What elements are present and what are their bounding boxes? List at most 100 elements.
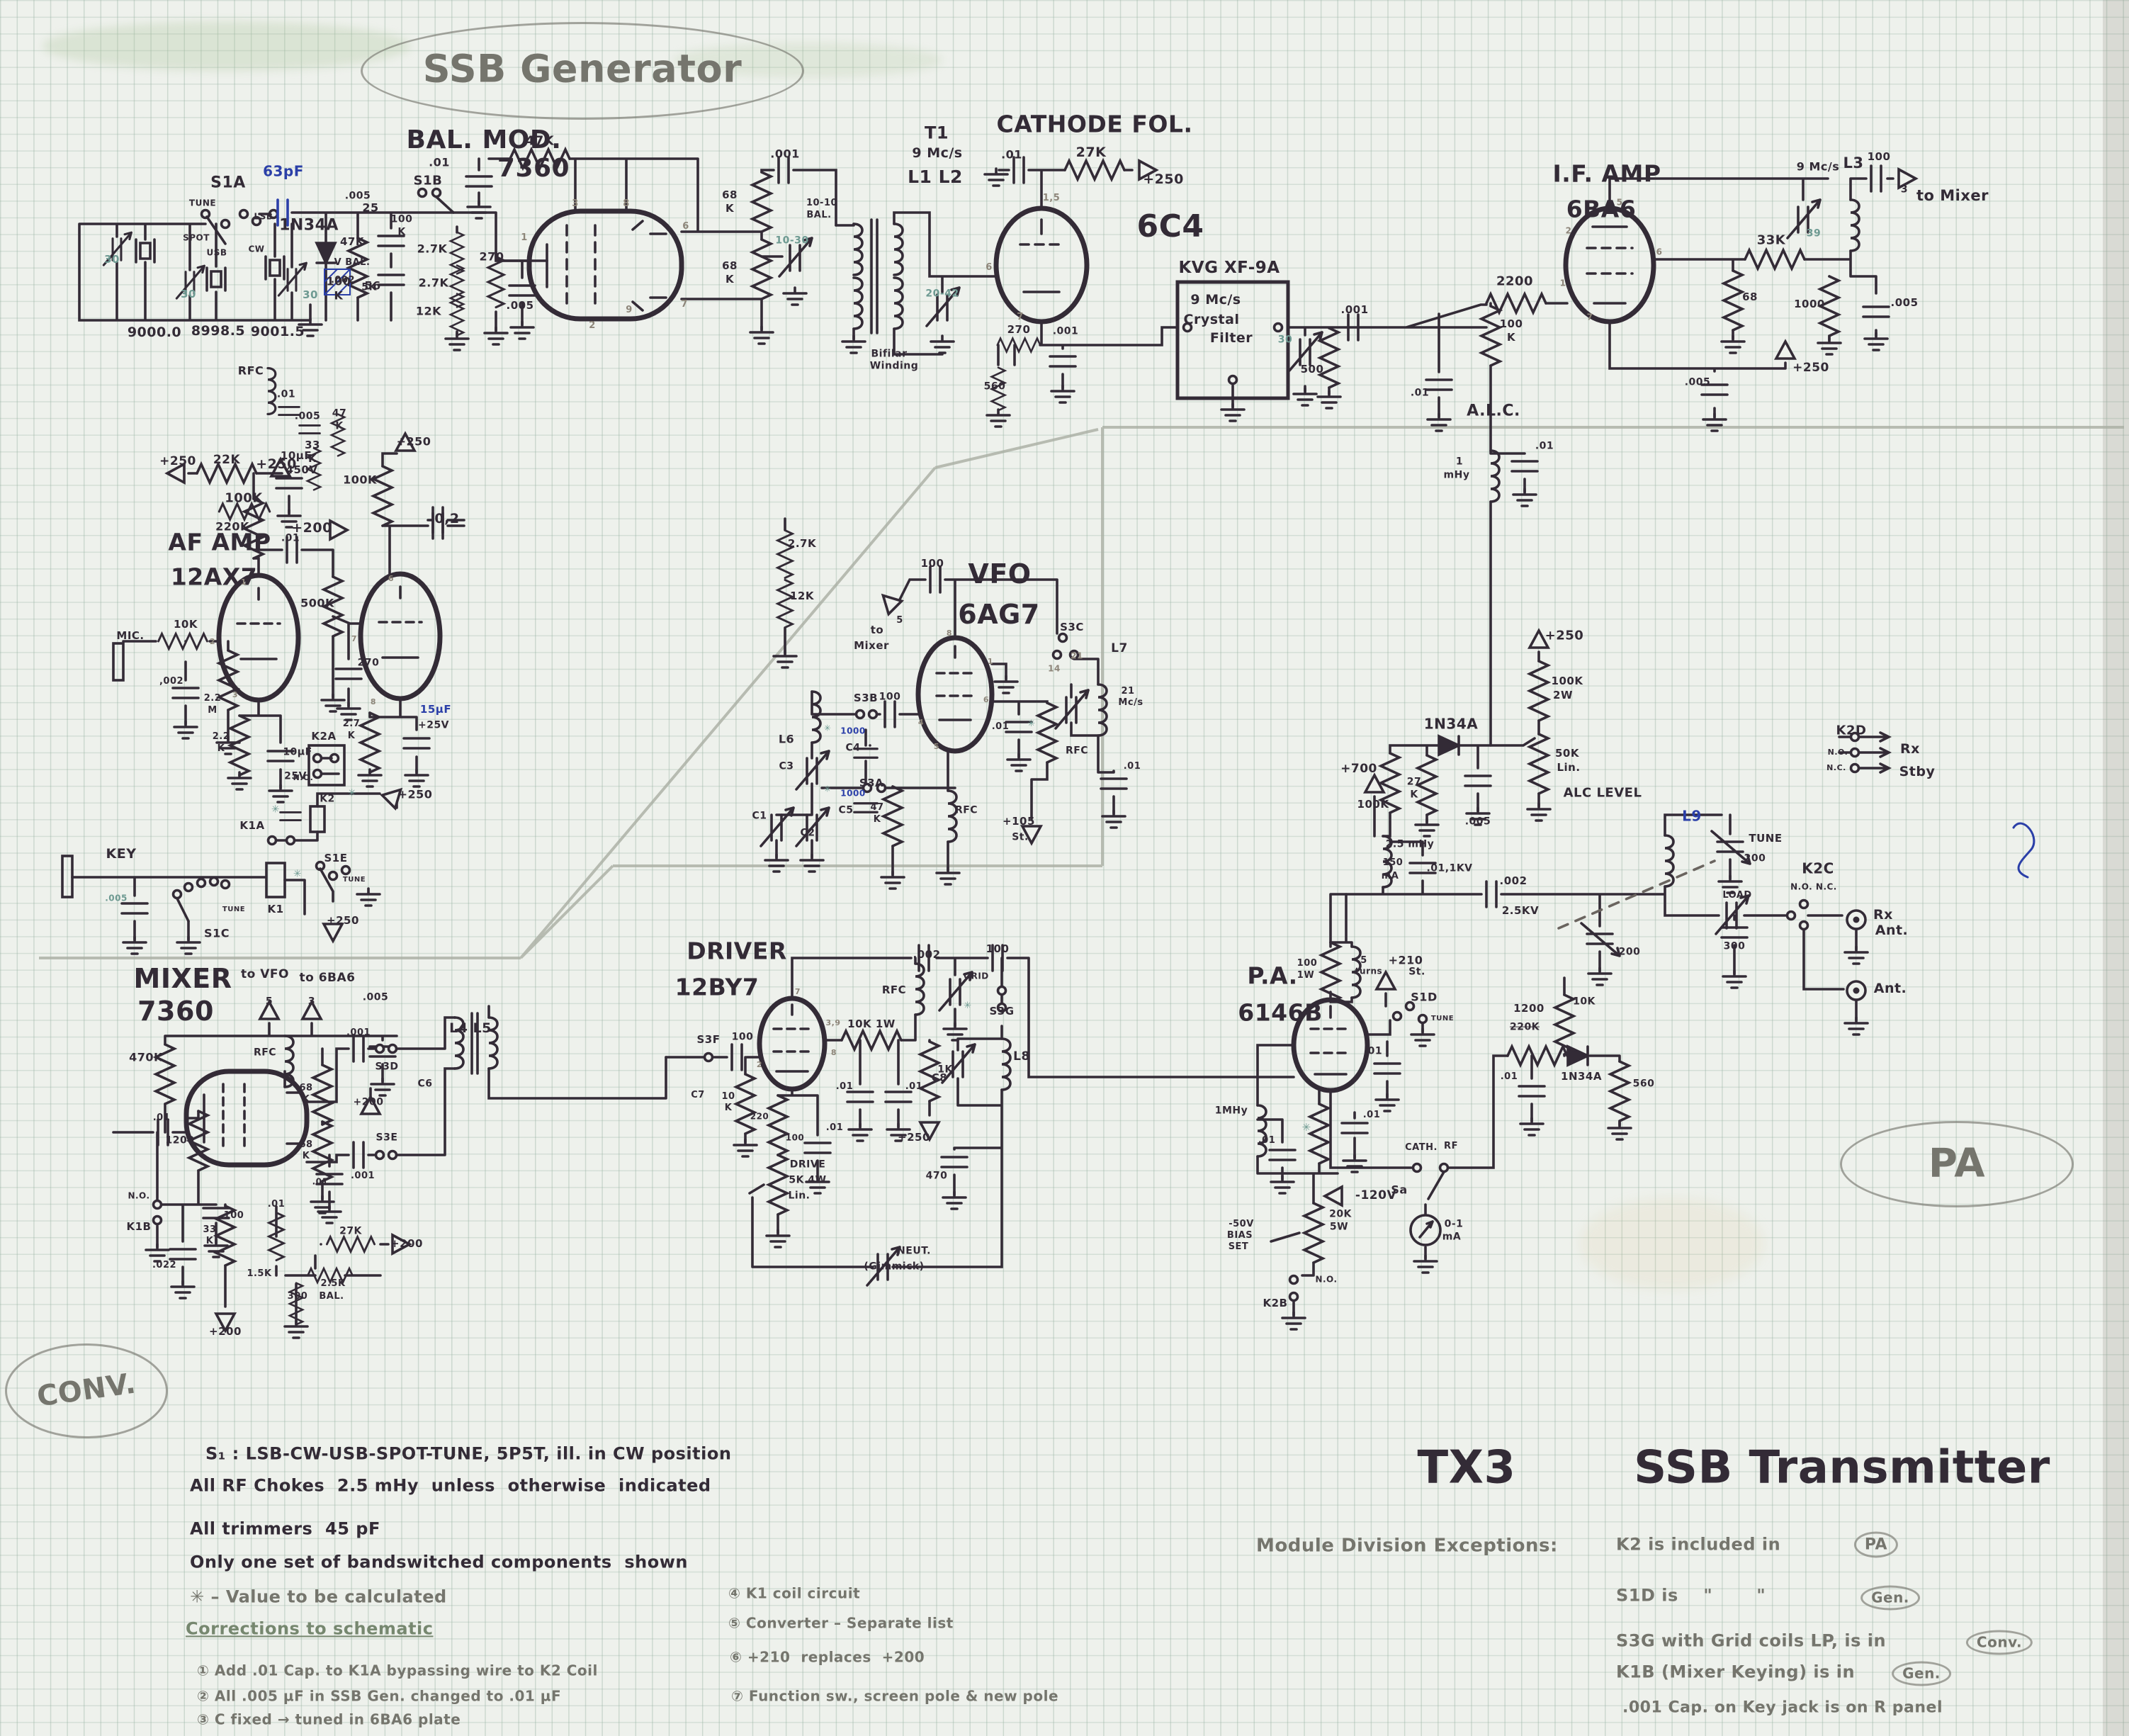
schematic-label: L8	[1013, 1049, 1030, 1064]
schematic-label: 6AG7	[958, 599, 1040, 631]
schematic-label: .005	[1464, 816, 1491, 828]
schematic-label: 7	[681, 299, 688, 310]
schematic-label: 1000	[1794, 298, 1825, 311]
pencil-ellipse	[5, 1343, 168, 1438]
schematic-label: 6	[1656, 247, 1663, 257]
schematic-label: 270	[479, 249, 504, 264]
schematic-label: .01	[1123, 761, 1141, 772]
schematic-label: to Mixer	[1916, 186, 1989, 204]
schematic-label: 2	[589, 320, 596, 332]
schematic-label: 100	[879, 691, 901, 703]
schematic-label: S3C	[1060, 621, 1084, 634]
schematic-label: K	[335, 420, 344, 432]
schematic-label: Bifilar	[871, 348, 908, 360]
schematic-label: 0-1	[1444, 1218, 1464, 1230]
schematic-label: Crystal	[1183, 312, 1240, 328]
schematic-label: 100	[920, 557, 944, 570]
schematic-label: K	[725, 273, 735, 286]
schematic-label: ,002	[159, 676, 184, 687]
schematic-label: S3G	[989, 1005, 1015, 1018]
schematic-label: 30	[303, 288, 318, 302]
schematic-label: DRIVER	[687, 937, 787, 965]
schematic-label: 3	[1900, 184, 1909, 196]
schematic-label: 9000.0	[127, 325, 182, 341]
schematic-label: 5	[1616, 197, 1623, 208]
schematic-label: CATHODE FOL.	[996, 110, 1193, 138]
schematic-label: 1K	[937, 1064, 953, 1076]
cathode-follower-stage	[983, 156, 1179, 428]
schematic-label: TX3	[1417, 1441, 1516, 1494]
schematic-label: 2.7K	[418, 276, 449, 290]
schematic-label: 220K	[1509, 1021, 1540, 1033]
schematic-label: K	[302, 1094, 310, 1105]
schematic-label: 2.5K	[320, 1278, 346, 1290]
schematic-label: 9 Mc/s	[1796, 159, 1840, 174]
schematic-label: 270	[1007, 323, 1031, 337]
schematic-label: 7	[1586, 312, 1593, 322]
schematic-label: 100	[223, 1210, 244, 1222]
schematic-label: ⑤ Converter – Separate list	[728, 1614, 954, 1632]
schematic-label: K2 is included in	[1616, 1534, 1781, 1555]
schematic-label: 1N34A	[1561, 1070, 1602, 1083]
schematic-label: 300	[1723, 940, 1746, 952]
schematic-label: V BAL.	[334, 257, 371, 269]
schematic-label: 6	[388, 574, 395, 584]
schematic-label: +250	[1792, 361, 1829, 376]
schematic-label: 470K	[129, 1050, 163, 1064]
schematic-label: .01	[276, 388, 296, 400]
schematic-label: 10K	[1573, 996, 1596, 1008]
schematic-label: RFC	[881, 983, 907, 997]
schematic-label: TUNE	[1749, 832, 1783, 845]
schematic-label: 25V	[284, 770, 307, 782]
pencil-ellipse	[1840, 1121, 2074, 1207]
schematic-label: K2A	[311, 730, 337, 743]
schematic-label: 6146B	[1238, 998, 1323, 1027]
schematic-label: .005	[362, 991, 389, 1003]
schematic-label: .005	[506, 299, 534, 312]
schematic-label: RFC	[253, 1047, 277, 1059]
schematic-label: 2	[1565, 225, 1572, 236]
schematic-label: 1	[240, 577, 247, 587]
schematic-label: Rx	[1900, 741, 1920, 757]
schematic-label: 7	[794, 987, 801, 997]
schematic-label: +200	[291, 520, 332, 536]
schematic-label: PA	[1928, 1140, 1986, 1187]
schematic-label: K	[1506, 331, 1516, 344]
schematic-label: +250	[159, 454, 196, 469]
schematic-label: S1C	[204, 926, 230, 940]
schematic-label: 5K 4W	[789, 1174, 827, 1186]
schematic-label: 7	[1017, 312, 1024, 323]
schematic-label: 7360	[137, 996, 214, 1027]
schematic-label: Lin.	[1557, 761, 1581, 774]
schematic-label: .01,1KV	[1426, 862, 1473, 874]
schematic-label: +210	[1388, 953, 1423, 967]
schematic-label: 8998.5	[191, 323, 246, 339]
schematic-label: Winding	[869, 360, 919, 372]
schematic-label: 100	[785, 1132, 805, 1143]
schematic-label: St.	[1408, 966, 1425, 978]
schematic-label: MIXER	[133, 963, 232, 995]
schematic-label: .005	[1684, 376, 1711, 388]
schematic-label: I.F. AMP	[1552, 159, 1661, 188]
schematic-label: 12K	[415, 304, 442, 318]
schematic-label: .005	[294, 410, 321, 422]
schematic-label: 68	[1742, 291, 1758, 304]
schematic-label: ALC LEVEL	[1563, 785, 1642, 801]
schematic-label: ✳	[823, 723, 832, 733]
schematic-label: ✳	[1027, 718, 1036, 730]
schematic-label: 1	[1559, 278, 1566, 288]
schematic-label: 100	[986, 942, 1010, 956]
schematic-label: 2	[209, 637, 216, 647]
schematic-label: N.O.	[1827, 748, 1848, 757]
schematic-label: BAL. MOD.	[406, 125, 562, 155]
schematic-label: 1000	[840, 726, 866, 736]
schematic-label: +250	[1143, 171, 1184, 188]
schematic-label: 20K	[1329, 1208, 1352, 1220]
schematic-label: .001 Cap. on Key jack is on R panel	[1622, 1698, 1943, 1717]
schematic-label: ⑥ +210 replaces +200	[730, 1648, 925, 1666]
schematic-label: 10K 1W	[847, 1018, 896, 1031]
schematic-label: 63pF	[263, 162, 304, 180]
schematic-label: .01	[1363, 1045, 1383, 1057]
schematic-label: 2.5KV	[1501, 904, 1540, 918]
schematic-label: 500K	[300, 596, 334, 610]
